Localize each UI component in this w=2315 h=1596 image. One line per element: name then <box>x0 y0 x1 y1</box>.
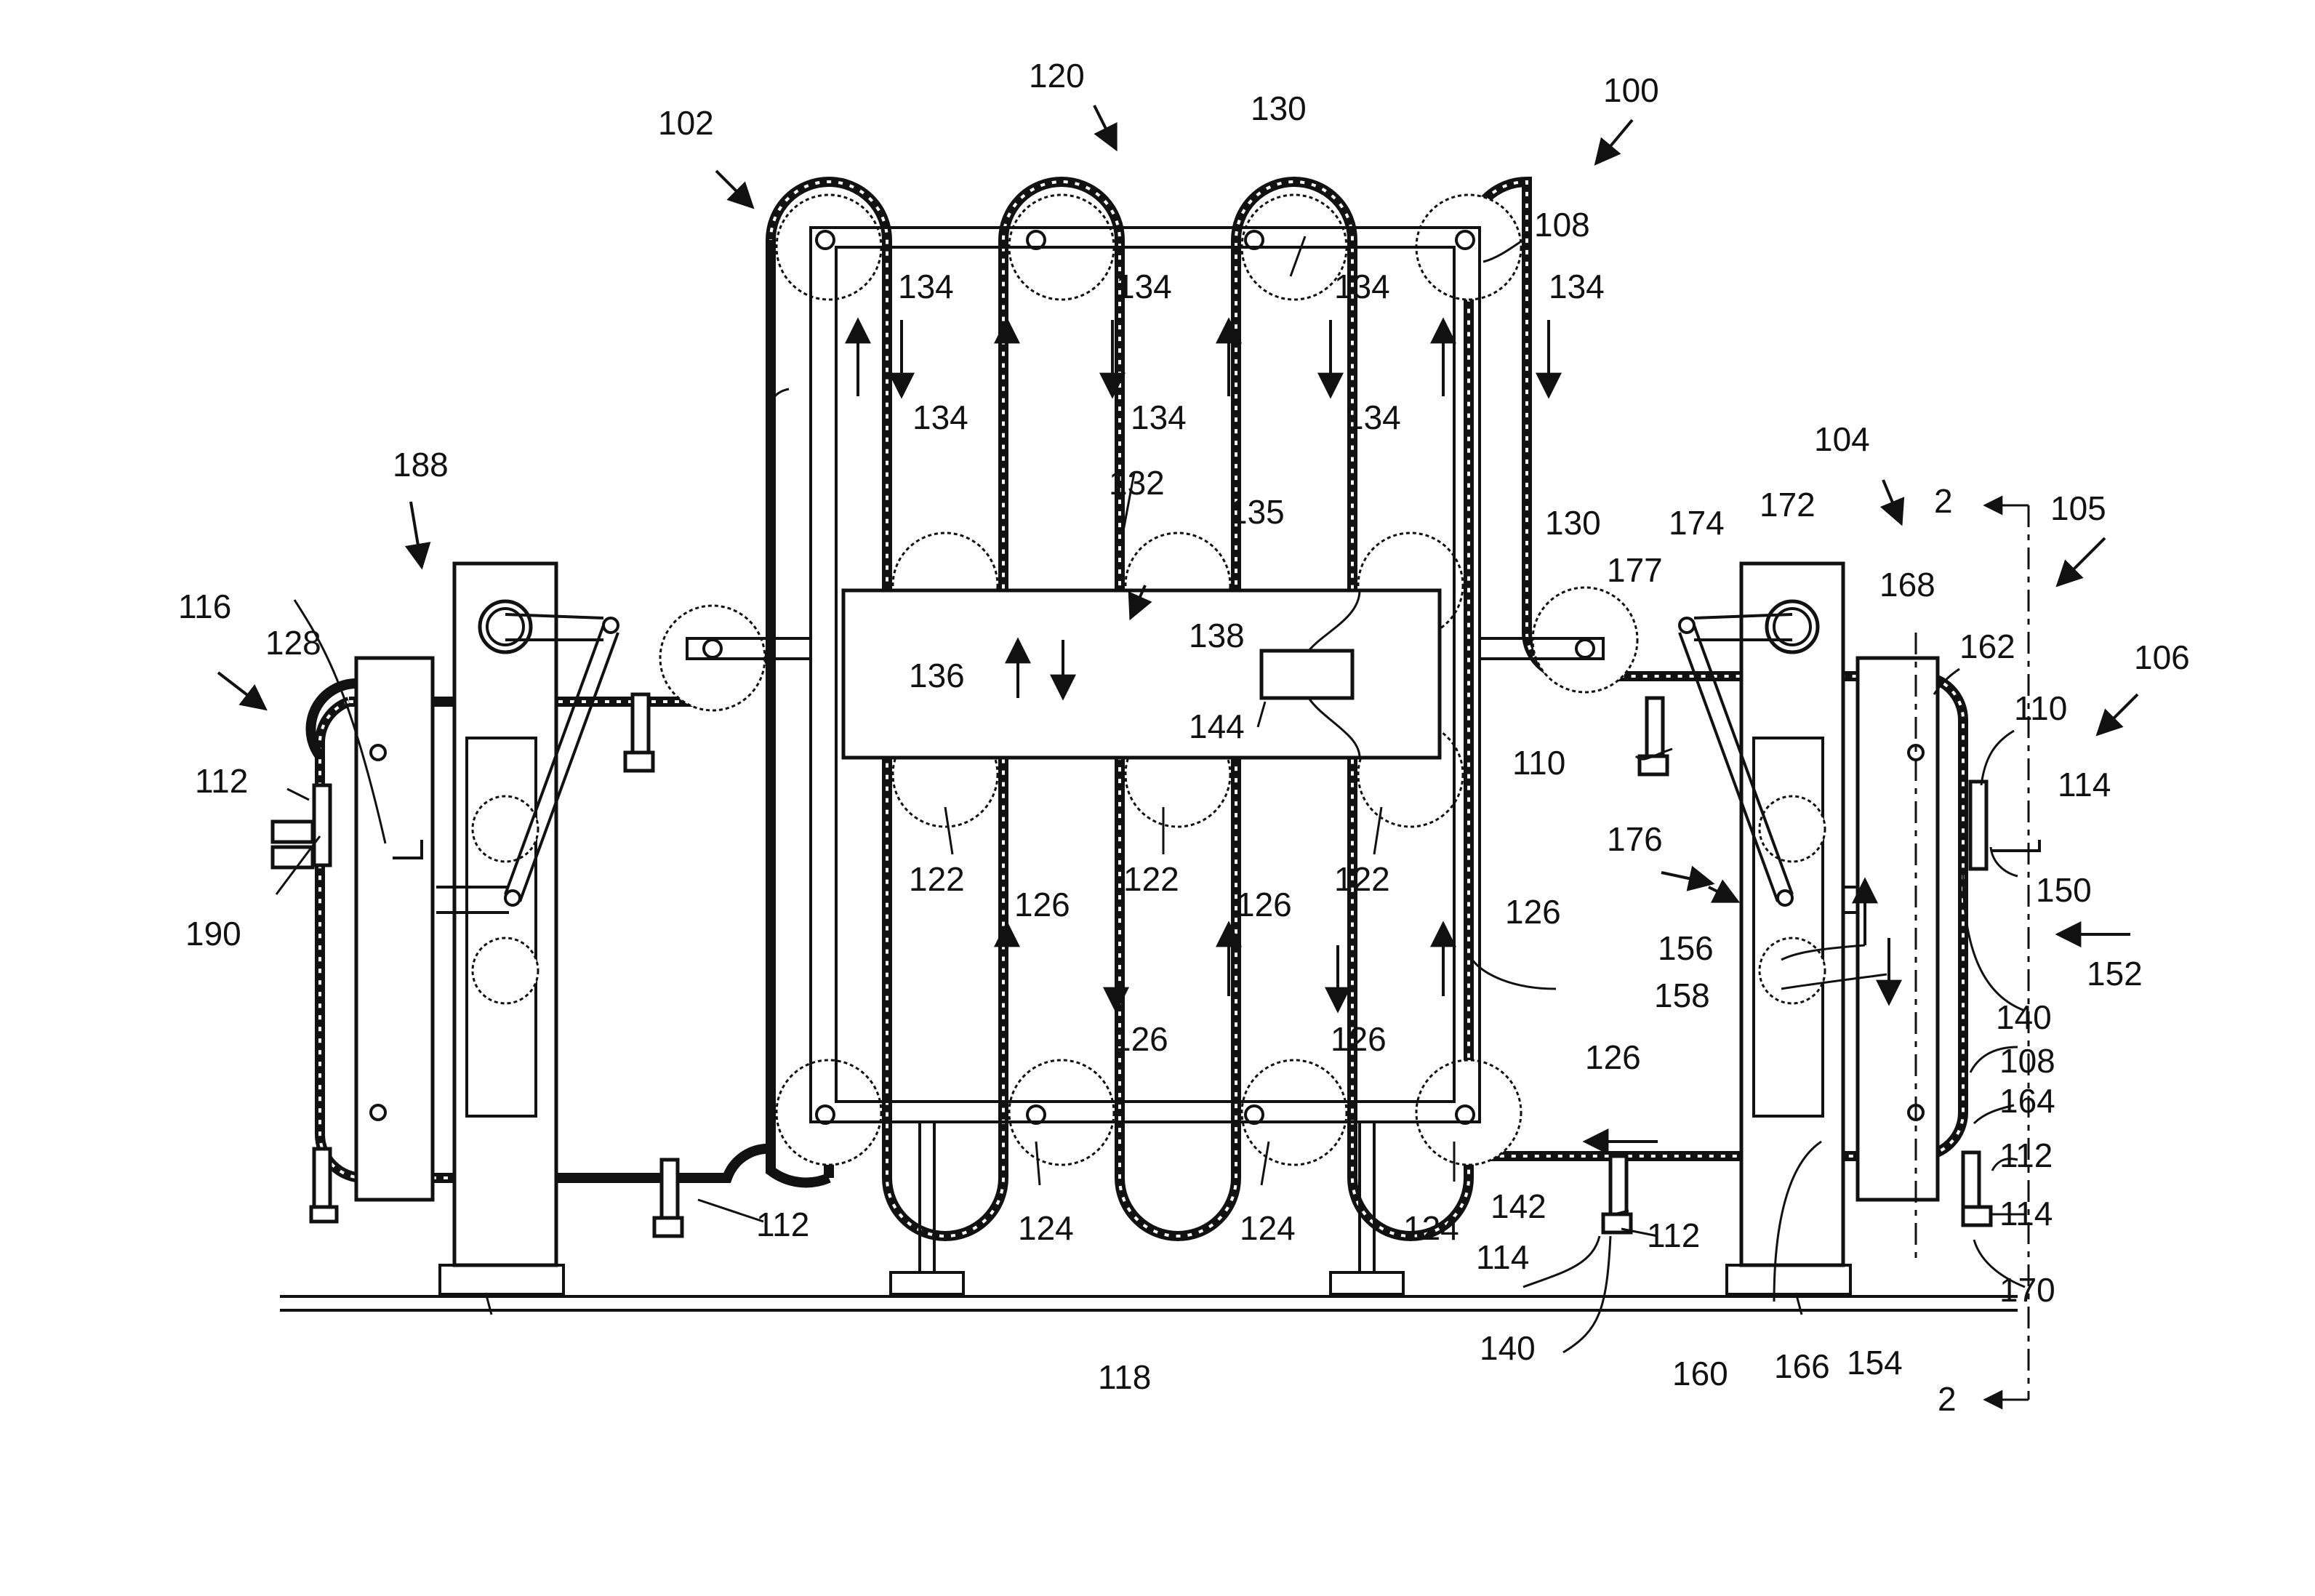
label-110-mid: 110 <box>1512 744 1565 782</box>
label-114-mid: 114 <box>1476 1238 1529 1276</box>
label-100: 100 <box>1603 71 1659 109</box>
label-130-right: 130 <box>1545 504 1601 542</box>
label-156: 156 <box>1658 929 1714 967</box>
label-105: 105 <box>2050 489 2106 527</box>
label-114-right: 114 <box>2058 766 2111 803</box>
label-112-left: 112 <box>195 762 248 800</box>
label-162: 162 <box>1959 627 2015 665</box>
label-106: 106 <box>2134 638 2190 676</box>
label-104: 104 <box>1814 420 1870 458</box>
label-108-right: 108 <box>1999 1042 2055 1080</box>
label-112-right: 112 <box>1999 1136 2053 1174</box>
label-134-g: 134 <box>1345 398 1401 436</box>
label-160: 160 <box>1672 1355 1728 1392</box>
label-126-right: 126 <box>1505 893 1561 931</box>
label-126-d: 126 <box>1331 1020 1387 1058</box>
label-112-left-low: 112 <box>756 1206 809 1243</box>
label-114-right-low: 114 <box>1999 1195 2053 1232</box>
label-112-mid: 112 <box>1647 1216 1700 1254</box>
label-110-right: 110 <box>2014 689 2067 727</box>
label-108-top: 108 <box>1534 206 1590 244</box>
label-168: 168 <box>1879 566 1935 603</box>
label-134-f: 134 <box>1131 398 1187 436</box>
label-124-b: 124 <box>1240 1209 1296 1247</box>
label-176: 176 <box>1607 820 1663 858</box>
label-134-e: 134 <box>912 398 968 436</box>
label-122-b: 122 <box>1123 860 1179 898</box>
label-134-b: 134 <box>1116 268 1172 305</box>
label-140-right: 140 <box>1996 998 2052 1036</box>
label-152: 152 <box>2087 955 2143 993</box>
label-170: 170 <box>1999 1271 2055 1309</box>
label-164: 164 <box>1999 1082 2055 1120</box>
label-118: 118 <box>1098 1358 1151 1396</box>
label-140-mid: 140 <box>1480 1329 1536 1367</box>
label-134-d: 134 <box>1549 268 1605 305</box>
label-132: 132 <box>1109 464 1165 502</box>
label-122-c: 122 <box>1334 860 1390 898</box>
label-116: 116 <box>178 588 231 625</box>
label-102: 102 <box>658 104 714 142</box>
label-158: 158 <box>1654 977 1710 1014</box>
right-station-154 <box>1680 505 2130 1400</box>
label-136: 136 <box>909 657 965 694</box>
label-section-2-bottom: 2 <box>1938 1380 1957 1418</box>
label-126-b: 126 <box>1236 886 1292 923</box>
label-134-a: 134 <box>898 268 954 305</box>
label-126-a: 126 <box>1014 886 1070 923</box>
label-142: 142 <box>1490 1187 1546 1225</box>
label-124-c: 124 <box>1403 1209 1459 1247</box>
label-122-a: 122 <box>909 860 965 898</box>
label-134-c: 134 <box>1334 268 1390 305</box>
floor-160 <box>280 1293 2018 1315</box>
label-138: 138 <box>1189 617 1245 654</box>
label-126-bottom: 126 <box>1585 1038 1641 1076</box>
label-144: 144 <box>1189 707 1245 745</box>
label-188: 188 <box>393 446 449 484</box>
label-177: 177 <box>1607 551 1663 589</box>
label-126-c: 126 <box>1112 1020 1168 1058</box>
label-150: 150 <box>2036 871 2092 909</box>
label-124-a: 124 <box>1018 1209 1074 1247</box>
label-120: 120 <box>1029 57 1085 95</box>
label-190: 190 <box>185 915 241 953</box>
label-154: 154 <box>1847 1344 1903 1382</box>
label-128: 128 <box>265 624 321 662</box>
flow-arrows-134 <box>858 320 1549 396</box>
label-130-top: 130 <box>1251 89 1307 127</box>
label-135: 135 <box>1229 493 1285 531</box>
label-174: 174 <box>1669 504 1725 542</box>
label-section-2-top: 2 <box>1934 482 1953 520</box>
label-172: 172 <box>1760 486 1816 524</box>
label-166: 166 <box>1774 1347 1830 1385</box>
